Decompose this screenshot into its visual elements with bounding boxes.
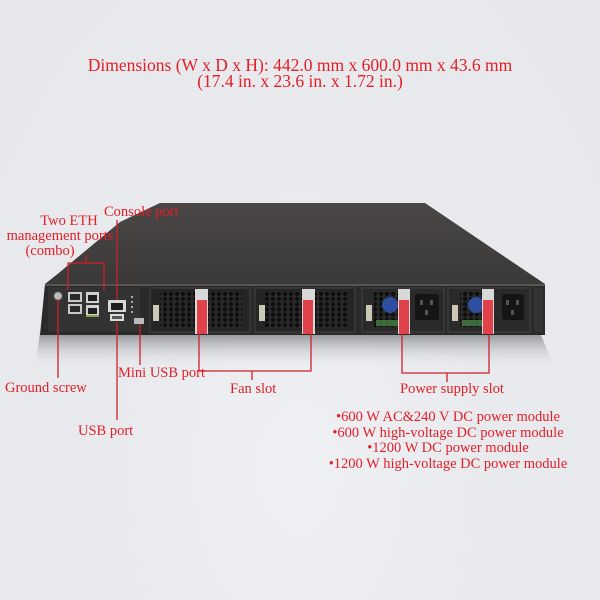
power-module-item: •1200 W DC power module <box>367 440 529 457</box>
fan-module-2 <box>254 287 356 334</box>
dimensions-mm: Dimensions (W x D x H): 442.0 mm x 600.0… <box>87 55 513 75</box>
ground-screw <box>53 291 63 301</box>
fan-module-1 <box>149 287 251 334</box>
power-module-item: •600 W high-voltage DC power module <box>332 424 564 441</box>
dimensions-title: Dimensions (W x D x H): 442.0 mm x 600.0… <box>0 55 600 91</box>
eth-label-line-1: Two ETH <box>40 213 98 229</box>
power-module-item: •1200 W high-voltage DC power module <box>328 455 568 472</box>
power-module-item: •600 W AC&240 V DC power module <box>336 409 560 425</box>
usb-port-label: USB port <box>78 423 134 439</box>
power-supply-slot-label: Power supply slot <box>400 381 504 397</box>
power-supply-module-2 <box>447 287 531 334</box>
console-port-label: Console port <box>104 204 179 220</box>
eth-ports-label: Two ETH management ports (combo) <box>7 213 114 259</box>
power-supply-module-1 <box>361 287 445 334</box>
eth-label-line-3: (combo) <box>25 243 75 259</box>
eth-label-line-2: management ports <box>6 228 114 244</box>
chassis-top <box>45 203 545 284</box>
mini-usb-port-label: Mini USB port <box>118 365 206 381</box>
ground-screw-label: Ground screw <box>5 380 87 396</box>
fan-slot-label: Fan slot <box>230 381 277 397</box>
power-module-list: •600 W AC&240 V DC power module •600 W h… <box>298 409 598 472</box>
dimensions-in: (17.4 in. x 23.6 in. x 1.72 in.) <box>197 71 403 91</box>
